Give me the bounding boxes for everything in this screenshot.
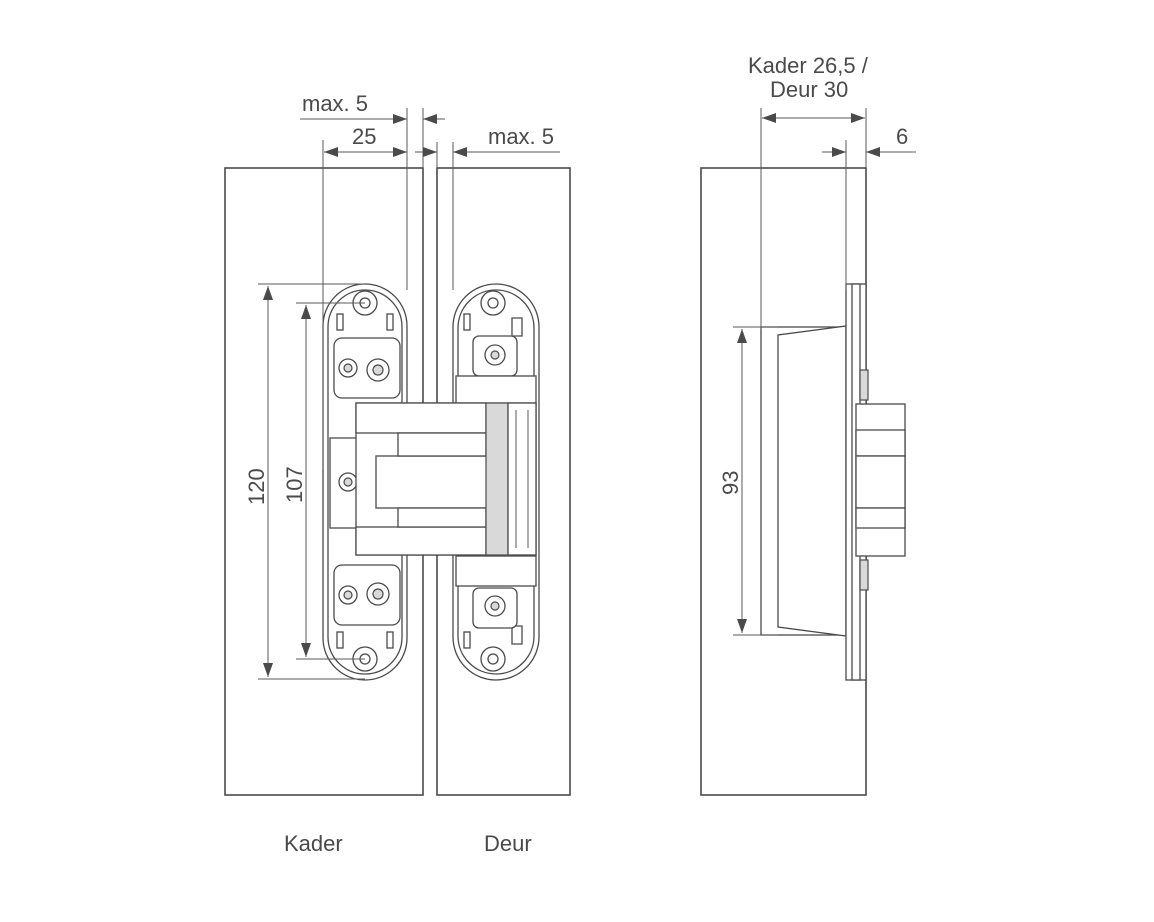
dim-max5-left: max. 5 <box>300 91 445 290</box>
dim-25: 25 <box>322 124 407 470</box>
dim-kader-deur: Kader 26,5 / Deur 30 <box>748 53 869 330</box>
frame-label: Kader <box>284 831 343 856</box>
dim-6-text: 6 <box>896 124 908 149</box>
dim-120: 120 <box>244 283 365 680</box>
dim-120-text: 120 <box>244 468 269 505</box>
dim-max5-left-text: max. 5 <box>302 91 368 116</box>
dim-kader-line1: Kader 26,5 / <box>748 53 869 78</box>
side-hinge-body <box>760 283 906 681</box>
dim-25-text: 25 <box>352 124 376 149</box>
front-view: max. 5 25 max. 5 120 107 <box>224 91 571 856</box>
dim-deur-line2: Deur 30 <box>770 77 848 102</box>
dim-93: 93 <box>718 326 778 636</box>
dim-107-text: 107 <box>282 466 307 503</box>
door-label: Deur <box>484 831 532 856</box>
dim-max5-right: max. 5 <box>415 124 560 290</box>
side-view: Kader 26,5 / Deur 30 6 93 <box>700 53 916 796</box>
hinge-knuckle <box>355 402 537 556</box>
dim-max5-right-text: max. 5 <box>488 124 554 149</box>
dim-107: 107 <box>282 302 365 660</box>
dim-93-text: 93 <box>718 471 743 495</box>
dim-6: 6 <box>822 124 916 290</box>
